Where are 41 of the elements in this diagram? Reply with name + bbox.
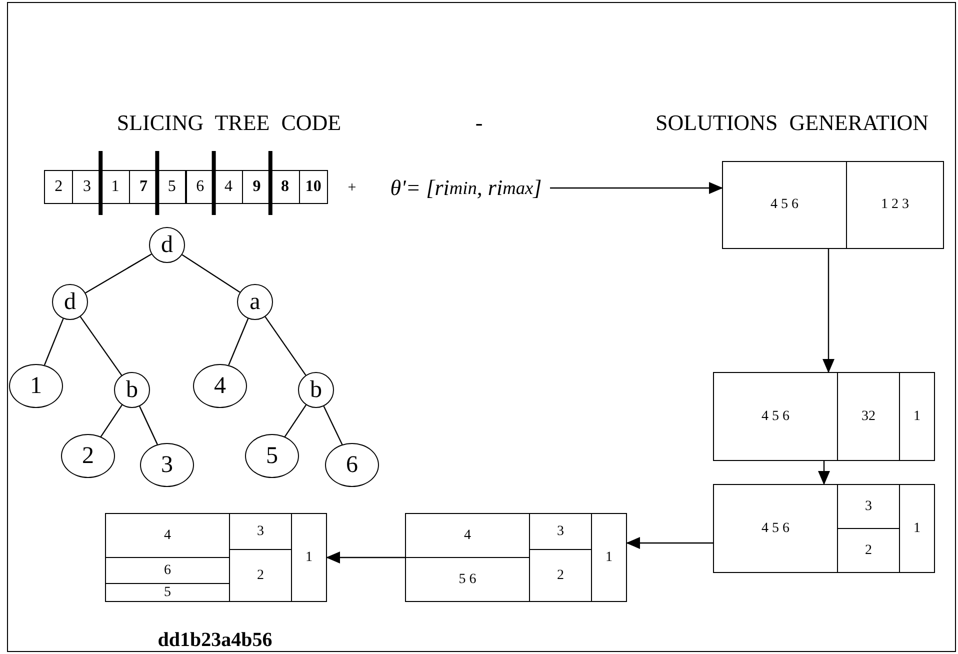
code-cell: 1 xyxy=(100,170,130,204)
tree-node: d xyxy=(149,227,185,263)
tree-branch xyxy=(323,406,343,445)
arrow xyxy=(822,249,834,373)
code-cell: 3 xyxy=(72,170,102,204)
tree-node: 1 xyxy=(9,364,63,408)
heading-text: SLICING TREE CODE xyxy=(116,110,342,136)
code-cell: 8 xyxy=(270,170,300,204)
tree-node: 5 xyxy=(245,434,299,478)
tree-branch xyxy=(100,404,123,437)
tree-branch xyxy=(44,318,64,366)
code-cell: 2 xyxy=(44,170,74,204)
code-cell: 9 xyxy=(242,170,272,204)
tree-branch xyxy=(228,318,249,366)
code-string: dd1b23a4b56 xyxy=(156,628,274,652)
code-cell: 6 xyxy=(186,170,215,204)
arrow xyxy=(326,552,405,564)
tree-node: b xyxy=(298,372,334,408)
tree-node: 4 xyxy=(193,364,247,408)
tree-node: b xyxy=(114,372,150,408)
tree-branch xyxy=(284,404,307,437)
arrow xyxy=(550,182,723,194)
tree-branch xyxy=(85,254,152,294)
arrow xyxy=(626,537,713,549)
heading-text: SOLUTIONS GENERATION xyxy=(654,110,930,136)
tree-node: a xyxy=(237,284,273,320)
tree-branch xyxy=(80,316,122,376)
tree-node: 3 xyxy=(140,443,194,487)
tree-branch xyxy=(139,406,158,445)
code-cell: 4 xyxy=(214,170,244,204)
heading-text: - xyxy=(474,110,484,136)
tree-branch xyxy=(264,316,306,376)
code-cell: 10 xyxy=(298,170,328,204)
tree-node: 2 xyxy=(61,434,115,478)
arrow xyxy=(818,461,830,485)
tree-branch xyxy=(182,254,240,293)
tree-node: d xyxy=(52,284,88,320)
code-cell: 7 xyxy=(128,170,158,204)
tree-node: 6 xyxy=(325,443,379,487)
plus-sign: + xyxy=(346,178,358,198)
code-cell: 5 xyxy=(157,170,186,204)
